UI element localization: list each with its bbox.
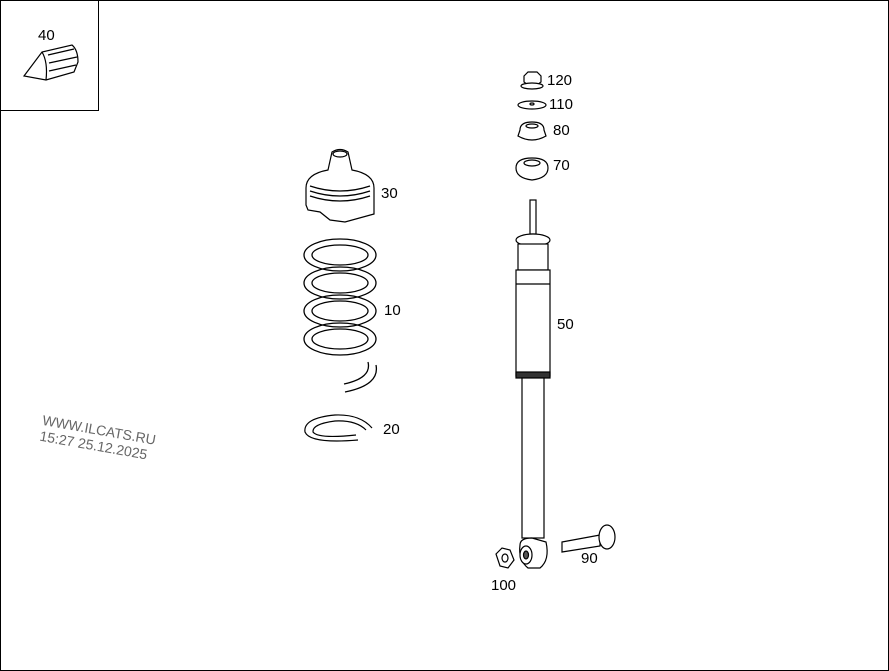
part-70-icon xyxy=(515,157,549,181)
label-30[interactable]: 30 xyxy=(381,185,398,202)
part-100-icon xyxy=(495,547,515,569)
label-70[interactable]: 70 xyxy=(553,157,570,174)
label-40[interactable]: 40 xyxy=(38,27,55,44)
label-100[interactable]: 100 xyxy=(491,577,517,594)
label-110[interactable]: 110 xyxy=(549,96,573,113)
part-30-icon xyxy=(305,148,375,223)
part-90-icon xyxy=(561,524,616,553)
label-80[interactable]: 80 xyxy=(553,122,570,139)
part-40-icon xyxy=(22,44,79,81)
label-120[interactable]: 120 xyxy=(547,72,573,89)
label-10[interactable]: 10 xyxy=(384,302,401,319)
part-10-icon xyxy=(303,238,378,393)
part-120-icon xyxy=(520,71,544,90)
part-80-icon xyxy=(517,121,547,141)
part-50-icon xyxy=(515,199,551,569)
label-90[interactable]: 90 xyxy=(581,550,598,567)
part-20-icon xyxy=(304,414,373,442)
inset-box xyxy=(0,0,99,111)
label-50[interactable]: 50 xyxy=(557,316,574,333)
label-20[interactable]: 20 xyxy=(383,421,400,438)
